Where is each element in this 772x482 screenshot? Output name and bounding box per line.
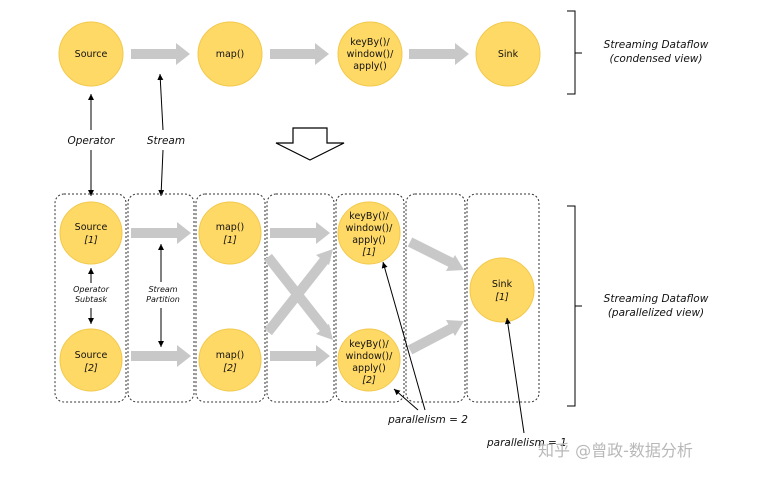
keyby-1-index: [1]: [362, 247, 376, 258]
condensed-keyby-line-3: apply(): [353, 61, 387, 72]
parallel-view: Source [1] Source [2] map() [1] map() [2…: [54, 193, 709, 449]
condensed-map-label: map(): [216, 49, 245, 60]
keyby-1-node: [337, 201, 401, 265]
partition-arrow-map2-keyby2: [270, 345, 330, 367]
condensed-keyby-line-1: keyBy()/: [350, 37, 390, 48]
source-2-index: [2]: [84, 363, 98, 374]
parallelism-2-pointer-top: [381, 261, 426, 411]
partition-arrow-map1-keyby1: [270, 222, 330, 244]
sink-stream-heads: [446, 255, 464, 336]
box-source: [54, 193, 127, 403]
condensed-brace: [567, 10, 582, 95]
condensed-map-node: [197, 21, 263, 87]
parallel-view-subtitle: (parallelized view): [608, 307, 704, 319]
shuffle-head-up: [316, 249, 333, 265]
box-keyby: [335, 193, 405, 403]
shuffle-heads: [316, 249, 333, 340]
parallelism-1-label: parallelism = 1: [486, 437, 567, 449]
box-stream-3: [405, 193, 466, 403]
watermark-text: 知乎 @曾政-数据分析: [538, 441, 693, 460]
keyby-2-line-1: keyBy()/: [349, 339, 389, 350]
subtask-boxes: [54, 193, 540, 403]
keyby-1-line-2: window()/: [346, 223, 393, 234]
partition-arrow-source2-map2: [131, 345, 191, 367]
condensed-source-node: [58, 21, 124, 87]
stream-label: Stream: [147, 135, 185, 147]
condensed-keyby-node: [337, 21, 403, 87]
condensed-keyby-line-2: window()/: [347, 49, 394, 60]
keyby-2-node: [337, 328, 401, 392]
box-stream-1: [127, 193, 195, 403]
map-2-label: map(): [216, 350, 245, 361]
stream-partition-line-1: Stream: [148, 285, 177, 294]
stream-arrow-map-keyby: [270, 43, 329, 65]
operator-subtask-line-1: Operator: [73, 285, 110, 294]
map-1-label: map(): [216, 222, 245, 233]
stream-arrow-keyby-sink: [409, 43, 469, 65]
parallelism-2-label: parallelism = 2: [387, 414, 468, 426]
shuffle-head-down: [316, 324, 333, 340]
upper-annotations: Operator Stream: [68, 73, 345, 197]
condensed-stream-arrows: [131, 43, 469, 65]
map-1-index: [1]: [223, 235, 237, 246]
map-1-node: [198, 201, 262, 265]
keyby-2-line-3: apply(): [352, 363, 386, 374]
sink-1-index: [1]: [495, 292, 509, 303]
condensed-view: Source map() keyBy()/ window()/ apply() …: [58, 10, 709, 95]
source-1-index: [1]: [84, 235, 98, 246]
condensed-source-label: Source: [75, 49, 108, 60]
keyby-2-index: [2]: [362, 375, 376, 386]
condensed-sink-node: [475, 21, 541, 87]
sink-head-bottom: [446, 320, 464, 336]
condensed-view-subtitle: (condensed view): [610, 53, 703, 65]
keyby-2-line-2: window()/: [346, 351, 393, 362]
parallelism-2-pointer-bottom: [393, 388, 419, 411]
map-2-index: [2]: [223, 363, 237, 374]
stream-pointer-up: [157, 73, 164, 131]
operator-label: Operator: [68, 135, 116, 147]
operator-subtask-line-2: Subtask: [75, 295, 107, 304]
shuffle-map2-keyby1: [264, 253, 331, 336]
keyby-1-line-3: apply(): [352, 235, 386, 246]
keyby-1-line-1: keyBy()/: [349, 211, 389, 222]
box-stream-2: [266, 193, 335, 403]
stream-keyby2-sink: [407, 323, 455, 355]
source-2-node: [59, 328, 123, 392]
map-2-node: [198, 328, 262, 392]
stream-arrow-source-map: [131, 43, 190, 65]
box-map: [195, 193, 266, 403]
partition-arrow-source1-map1: [131, 222, 191, 244]
stream-partition-line-2: Partition: [146, 295, 180, 304]
parallel-brace: [567, 205, 582, 407]
parallel-view-title: Streaming Dataflow: [604, 293, 709, 305]
sink-head-top: [446, 255, 464, 271]
condensed-view-title: Streaming Dataflow: [604, 39, 709, 51]
sink-1-label: Sink: [492, 279, 513, 290]
parallelism-1-pointer: [504, 317, 525, 434]
partition-arrows: [131, 222, 330, 367]
source-1-label: Source: [75, 222, 108, 233]
source-2-label: Source: [75, 350, 108, 361]
source-1-node: [59, 201, 123, 265]
stream-keyby1-sink: [407, 237, 455, 268]
stream-pointer-down: [158, 149, 165, 197]
condensed-sink-label: Sink: [498, 49, 519, 60]
expand-arrow: [275, 127, 345, 161]
sink-1-node: [469, 257, 535, 323]
shuffle-cross: [264, 253, 331, 336]
sink-streams: [407, 237, 455, 355]
